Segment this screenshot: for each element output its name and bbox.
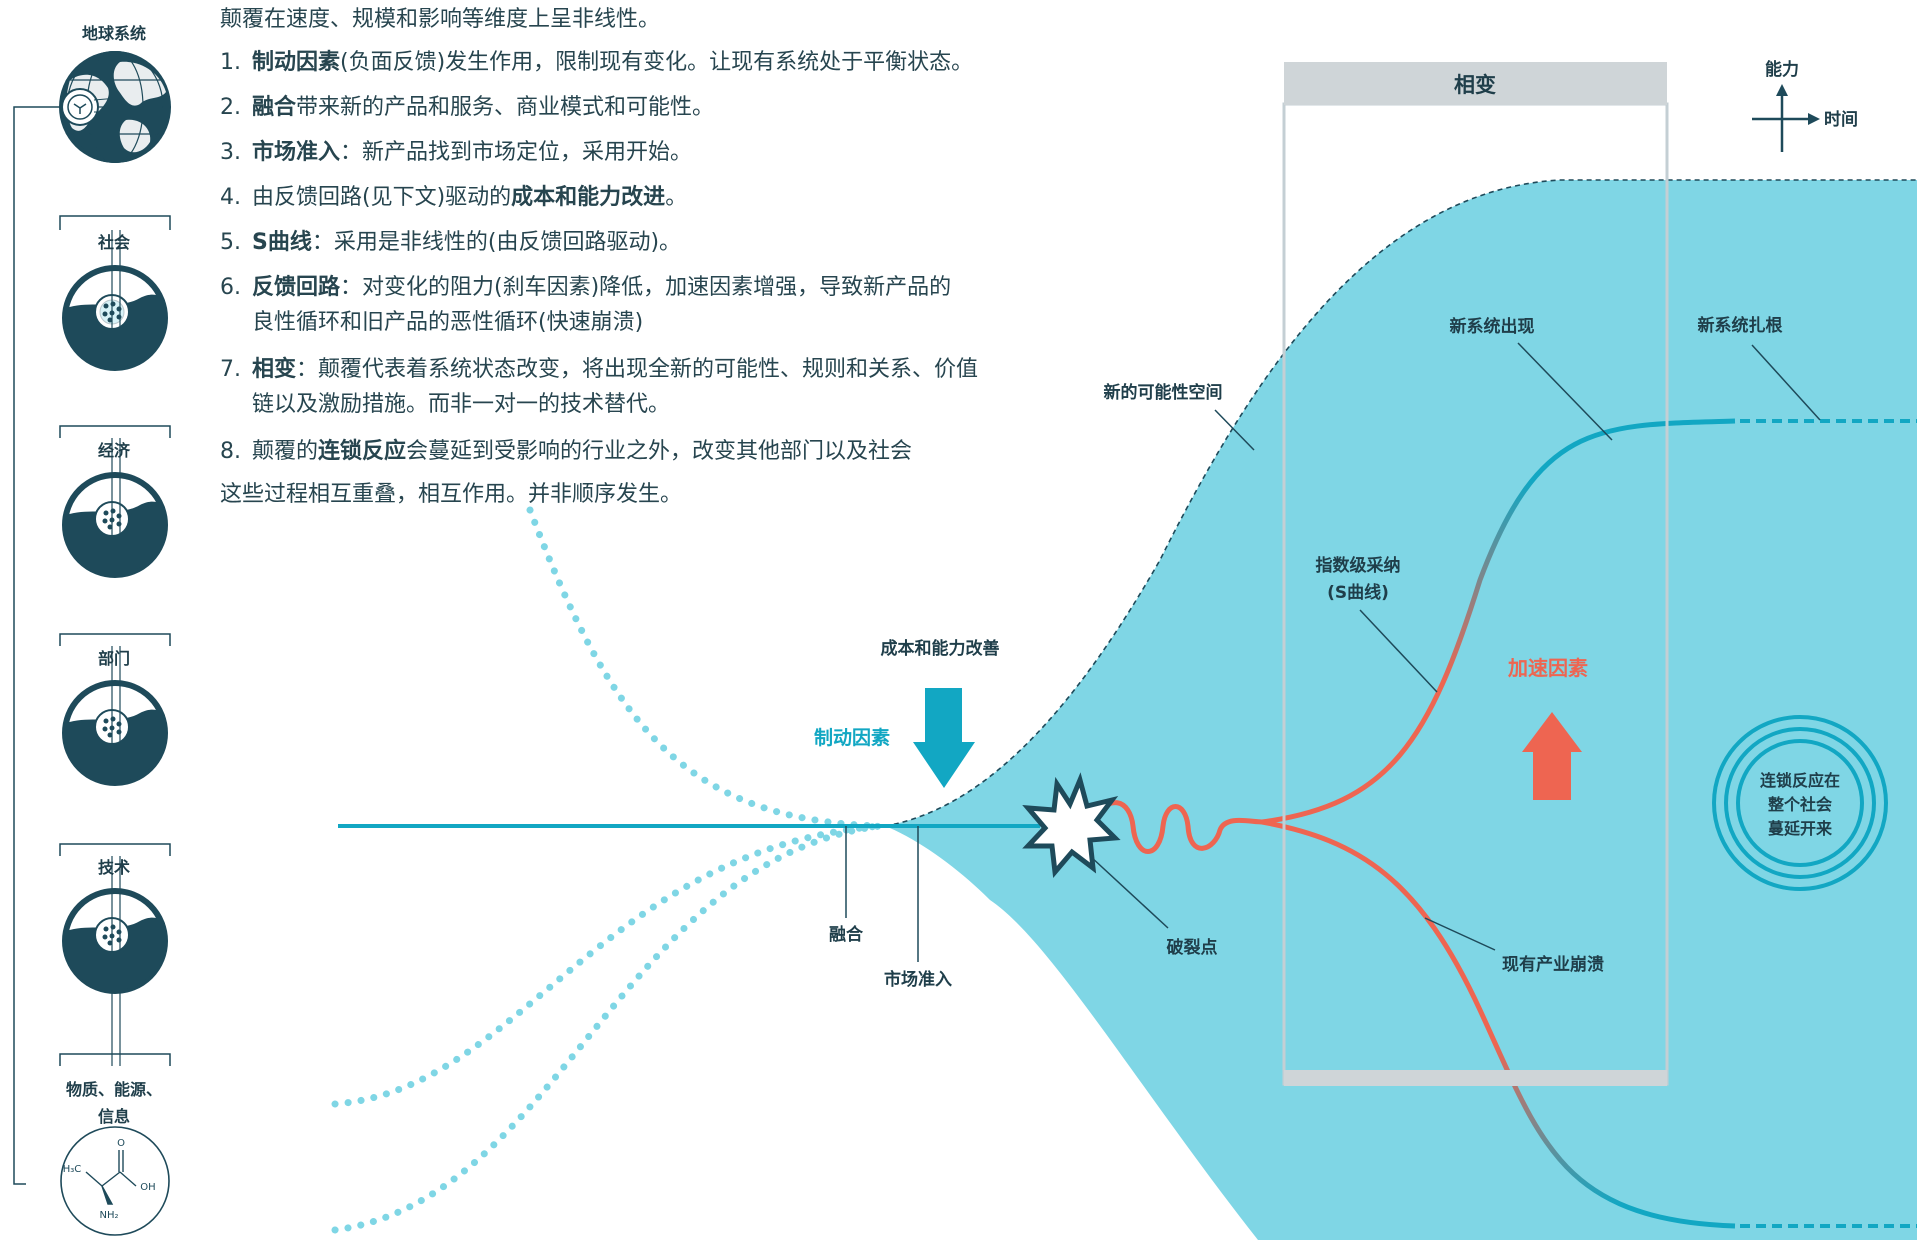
level-earth-system: 地球系统 xyxy=(81,24,146,43)
molecule-oh: OH xyxy=(140,1182,155,1193)
brake-label: 制动因素 xyxy=(814,726,890,749)
new-system-rooted-label: 新系统扎根 xyxy=(1698,315,1783,336)
leader-lines xyxy=(845,342,1821,962)
axis-x-label: 时间 xyxy=(1824,109,1858,130)
society-icon xyxy=(62,230,168,371)
level-information: 信息 xyxy=(97,1107,130,1126)
new-possibility-space-label: 新的可能性空间 xyxy=(1104,382,1223,403)
item-text-line2: 链以及激励措施。而非一对一的技术替代。 xyxy=(252,392,671,417)
item-bold: 融合 xyxy=(252,95,297,120)
globe-icon xyxy=(59,51,171,163)
list-item: 2. 融合带来新的产品和服务、商业模式和可能性。 xyxy=(220,90,714,125)
new-system-emerges-label: 新系统出现 xyxy=(1450,316,1535,337)
dotted-convergence-curves xyxy=(331,506,884,1234)
item-bold: 反馈回路 xyxy=(252,275,341,300)
item-number: 8. xyxy=(220,439,241,464)
s-curve-label: (S曲线) xyxy=(1327,582,1389,603)
item-number: 5. xyxy=(220,230,241,255)
list-item: 8. 颠覆的连锁反应会蔓延到受影响的行业之外，改变其他部门以及社会 xyxy=(220,434,912,469)
possibility-space-border xyxy=(884,179,1917,827)
list-item: 3. 市场准入：新产品找到市场定位，采用开始。 xyxy=(220,135,692,170)
level-economy: 经济 xyxy=(97,441,130,460)
molecule-nh2: NH₂ xyxy=(99,1210,118,1221)
cost-improvement-label: 成本和能力改善 xyxy=(881,638,1000,659)
accelerator-label: 加速因素 xyxy=(1507,656,1588,680)
ripple-label-1: 连锁反应在 xyxy=(1760,771,1840,790)
list-item: 1. 制动因素(负面反馈)发生作用，限制现有变化。让现有系统处于平衡状态。 xyxy=(220,45,973,80)
item-text: 。 xyxy=(665,185,688,210)
ripple-label-2: 整个社会 xyxy=(1767,795,1832,814)
item-number: 6. xyxy=(220,275,241,300)
item-text: (负面反馈)发生作用，限制现有变化。让现有系统处于平衡状态。 xyxy=(340,50,974,75)
item-text: 会蔓延到受影响的行业之外，改变其他部门以及社会 xyxy=(406,439,913,464)
level-bracket xyxy=(13,106,171,1185)
list-item: 5. S曲线：采用是非线性的(由反馈回路驱动)。 xyxy=(220,225,681,260)
accelerator-arrow-body xyxy=(1533,752,1571,798)
economy-icon xyxy=(62,438,168,578)
list-item: 6. 反馈回路：对变化的阻力(刹车因素)降低，加速因素增强，导致新产品的 良性循环… xyxy=(220,270,951,340)
turbulence-squiggle xyxy=(1082,800,1265,854)
item-text: ：对变化的阻力(刹车因素)降低，加速因素增强，导致新产品的 xyxy=(340,275,952,300)
market-entry-label: 市场准入 xyxy=(884,969,952,990)
item-pre: 颠覆的 xyxy=(252,439,319,464)
level-sector: 部门 xyxy=(97,649,130,668)
item-number: 4. xyxy=(220,185,241,210)
item-number: 7. xyxy=(220,357,241,382)
level-society: 社会 xyxy=(97,233,130,252)
item-bold: 连锁反应 xyxy=(318,439,407,464)
item-text: ：采用是非线性的(由反馈回路驱动)。 xyxy=(311,230,682,255)
level-technology: 技术 xyxy=(97,858,130,877)
phase-change-box xyxy=(1282,62,1669,1086)
item-text: ：新产品找到市场定位，采用开始。 xyxy=(340,140,693,165)
s-curve-new-system xyxy=(1261,418,1736,825)
intro-text: 颠覆在速度、规模和影响等维度上呈非线性。 xyxy=(220,7,661,32)
breakpoint-label: 破裂点 xyxy=(1167,937,1218,958)
item-text-line2: 良性循环和旧产品的恶性循环(快速崩溃) xyxy=(252,310,644,335)
molecule-h3c: H₃C xyxy=(63,1164,82,1175)
item-bold: 市场准入 xyxy=(252,140,341,165)
level-matter-energy: 物质、能源、 xyxy=(65,1080,162,1099)
item-pre: 由反馈回路(见下文)驱动的 xyxy=(252,185,512,210)
collapse-curve xyxy=(1261,819,1736,1229)
molecule-o: O xyxy=(117,1138,125,1149)
brake-arrow xyxy=(913,688,975,788)
list-item: 7. 相变：颠覆代表着系统状态改变，将出现全新的可能性、规则和关系、价值 链以及激… xyxy=(220,352,978,422)
sector-icon xyxy=(62,646,168,786)
item-bold: S曲线 xyxy=(252,230,312,255)
ripple-label-3: 蔓延开来 xyxy=(1768,819,1833,838)
molecule-icon xyxy=(60,1126,170,1236)
item-text: ：颠覆代表着系统状态改变，将出现全新的可能性、规则和关系、价值 xyxy=(296,357,979,382)
item-number: 2. xyxy=(220,95,241,120)
technology-icon xyxy=(62,856,168,994)
axis-y-label: 能力 xyxy=(1765,59,1799,80)
item-bold: 制动因素 xyxy=(252,50,341,75)
breakpoint-star xyxy=(1022,772,1121,879)
item-number: 3. xyxy=(220,140,241,165)
phase-change-title: 相变 xyxy=(1454,73,1496,97)
possibility-space xyxy=(885,180,1917,1240)
item-bold: 成本和能力改进 xyxy=(511,185,666,210)
exponential-adoption-label: 指数级采纳 xyxy=(1316,555,1401,576)
item-text: 带来新的产品和服务、商业模式和可能性。 xyxy=(296,95,715,120)
item-number: 1. xyxy=(220,50,241,75)
convergence-label: 融合 xyxy=(829,924,864,945)
industry-collapse-label: 现有产业崩溃 xyxy=(1502,954,1604,975)
outro-text: 这些过程相互重叠，相互作用。并非顺序发生。 xyxy=(220,482,683,507)
axes-icon xyxy=(1752,84,1820,152)
item-bold: 相变 xyxy=(252,357,297,382)
list-item: 4. 由反馈回路(见下文)驱动的成本和能力改进。 xyxy=(220,180,687,215)
ripple-circles xyxy=(1712,715,1888,891)
